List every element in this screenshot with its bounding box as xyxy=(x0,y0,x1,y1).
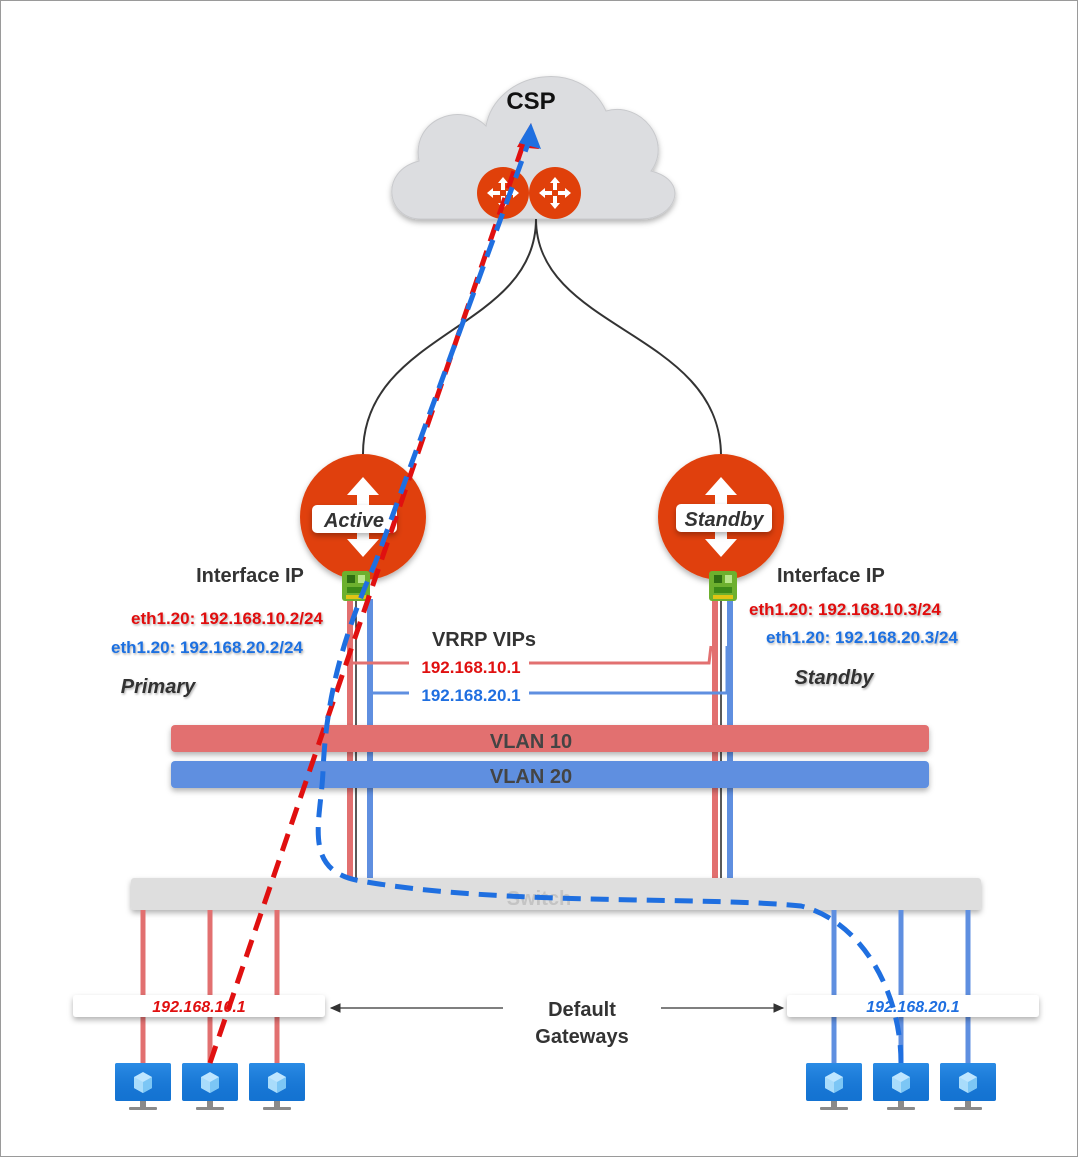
uplink-standby xyxy=(535,218,722,457)
vlan20-bar xyxy=(171,761,929,788)
gateway-box-right xyxy=(787,995,1039,1017)
gateway-left-ip: 192.168.10.1 xyxy=(152,999,246,1016)
right-drops xyxy=(831,910,971,1063)
standby-nic-icon xyxy=(709,571,737,601)
vm-icon-right-1 xyxy=(806,1063,862,1110)
vm-icon-right-3 xyxy=(940,1063,996,1110)
active-ip-blue: eth1.20: 192.168.20.2/24 xyxy=(111,638,303,657)
standby-ip-red: eth1.20: 192.168.10.3/24 xyxy=(749,600,941,619)
vrrp-title: VRRP VIPs xyxy=(432,629,536,651)
vm-icon-right-2 xyxy=(873,1063,929,1110)
vrrp-vip-red: 192.168.10.1 xyxy=(421,658,520,677)
csp-label: CSP xyxy=(506,88,555,115)
standby-label-box xyxy=(676,504,772,532)
traffic-arrow-blue xyxy=(519,123,541,149)
vlan10-label: VLAN 10 xyxy=(490,731,572,753)
standby-ip-blue: eth1.20: 192.168.20.3/24 xyxy=(766,628,958,647)
vlan10-bar xyxy=(171,725,929,752)
vip-line-red xyxy=(350,645,713,665)
vm-icon-left-2 xyxy=(182,1063,238,1110)
vrrp-vip-blue: 192.168.20.1 xyxy=(421,686,520,705)
vm-icon-left-3 xyxy=(249,1063,305,1110)
active-ip-red: eth1.20: 192.168.10.2/24 xyxy=(131,609,323,628)
vm-icon-left-1 xyxy=(115,1063,171,1110)
gateway-box-left xyxy=(73,995,325,1017)
gateway-label-line2: Gateways xyxy=(535,1026,628,1048)
standby-label: Standby xyxy=(685,509,765,531)
csp-router-icon-right xyxy=(529,167,581,219)
standby-interface-title: Interface IP xyxy=(777,565,885,587)
standby-role-label: Standby xyxy=(795,667,875,689)
vlan20-label: VLAN 20 xyxy=(490,766,572,788)
vip-line-blue xyxy=(370,646,729,695)
active-label-box xyxy=(312,505,397,533)
active-label: Active xyxy=(323,510,384,532)
uplink-active xyxy=(361,218,537,457)
active-interface-title: Interface IP xyxy=(196,565,304,587)
left-drops xyxy=(140,910,280,1063)
traffic-path-red xyxy=(207,135,529,1064)
gateway-label-line1: Default xyxy=(548,999,616,1021)
active-role-label: Primary xyxy=(121,676,196,698)
gateway-right-ip: 192.168.20.1 xyxy=(866,999,960,1016)
traffic-path-blue xyxy=(315,140,904,1064)
